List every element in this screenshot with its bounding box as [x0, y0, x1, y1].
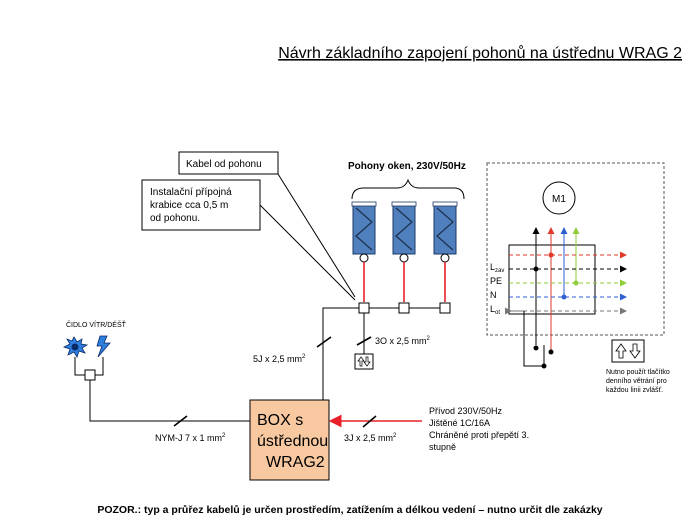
- junction-boxes: [358, 302, 451, 314]
- window-motor-3: [432, 201, 458, 255]
- terminal-block: [508, 244, 596, 315]
- motor-m1-label: M1: [552, 194, 566, 205]
- terminal-l-zav: Lzav: [490, 262, 504, 274]
- box-line-2: ústřednou: [257, 433, 328, 450]
- motors-brace: [351, 178, 465, 200]
- diagram-title: Návrh základního zapojení pohonů na ústř…: [278, 44, 682, 62]
- detail-note-line-1: Nutno použít tlačítko: [606, 369, 670, 376]
- box-line-3: WRAG2: [266, 454, 325, 471]
- motor-cables: [359, 253, 450, 302]
- terminal-n: N: [490, 290, 497, 300]
- main-riser-label: 5J x 2,5 mm2: [253, 354, 306, 364]
- motor-m1: [542, 181, 576, 215]
- power-supply-info: Přívod 230V/50Hz Jištěné 1C/16A Chráněné…: [429, 406, 529, 452]
- callout-junction-line-1: Instalační přípojná: [150, 187, 232, 198]
- callout-junction-line-3: od pohonu.: [150, 213, 200, 224]
- detail-note-line-2: denního větrání pro: [606, 378, 667, 385]
- callout-junction-line-2: krabice cca 0,5 m: [150, 200, 228, 211]
- arrow-up-icon: [615, 343, 627, 359]
- detail-note-line-3: každou linii zvlášť.: [606, 387, 663, 394]
- sensor-cable: [89, 380, 250, 427]
- motors-label: Pohony oken, 230V/50Hz: [348, 161, 466, 172]
- control-box: BOX s ústřednou WRAG2: [249, 399, 330, 481]
- terminal-pe: PE: [490, 276, 502, 286]
- wiring-detail-panel: M1 Lzav PE N Lot: [486, 162, 665, 369]
- main-riser-cable: [316, 307, 359, 400]
- window-motor-2: [391, 201, 417, 255]
- sensor-cable-label: NYM-J 7 x 1 mm2: [155, 433, 226, 443]
- window-motors: [351, 201, 458, 255]
- terminal-l-ot: Lot: [490, 304, 500, 316]
- callout-cable: Kabel od pohonu: [178, 151, 356, 298]
- box-line-1: BOX s: [257, 412, 303, 429]
- button-cable-label: 3O x 2,5 mm2: [375, 336, 431, 346]
- footer-warning: POZOR.: typ a průřez kabelů je určen pro…: [97, 504, 602, 516]
- lightning-icon: [96, 335, 111, 358]
- callout-junction: Instalační přípojná krabice cca 0,5 m od…: [141, 179, 356, 301]
- power-supply-line-2: Jištěné 1C/16A: [429, 418, 490, 428]
- window-motor-1: [351, 201, 377, 255]
- wind-rain-sensor: [62, 335, 111, 381]
- sensor-label: ČIDLO VÍTR/DÉŠŤ: [66, 320, 127, 329]
- power-cable: [328, 414, 422, 428]
- power-supply-line-3: Chráněné proti přepětí 3.: [429, 430, 529, 440]
- power-supply-line-1: Přívod 230V/50Hz: [429, 406, 503, 416]
- ventilation-button: [611, 339, 645, 363]
- power-supply-line-4: stupně: [429, 442, 456, 452]
- button-cable: [354, 313, 374, 370]
- sun-core: [71, 343, 79, 351]
- power-cable-label: 3J x 2,5 mm2: [344, 433, 397, 443]
- callout-cable-text: Kabel od pohonu: [186, 159, 262, 170]
- arrow-down-icon: [629, 343, 641, 359]
